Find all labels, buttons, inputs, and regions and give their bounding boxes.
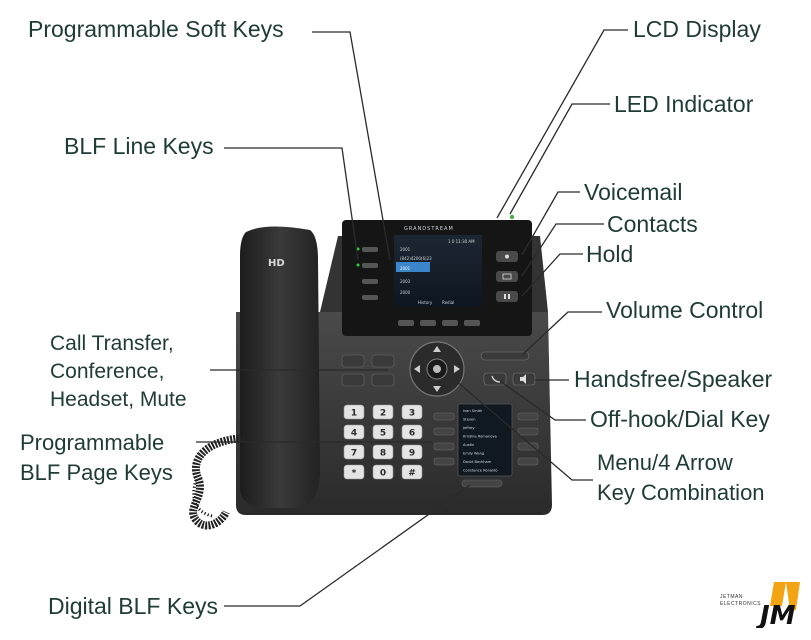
jetman-logo: JETMAN ELECTRONICS JM xyxy=(720,578,802,628)
keypad-key-label: 4 xyxy=(351,429,357,439)
keypad-key-label: # xyxy=(408,469,416,479)
blf-entry: Emily Wang xyxy=(463,452,484,456)
keypad-key-label: 8 xyxy=(380,449,386,459)
keypad-key xyxy=(343,464,365,480)
label-lcd-display: LCD Display xyxy=(633,16,761,42)
keypad-key-label: 1 xyxy=(351,409,357,419)
keypad-key xyxy=(401,464,423,480)
volume-key xyxy=(480,351,530,361)
blf-entry: Austin xyxy=(463,443,474,447)
handset-label: HD xyxy=(268,258,285,269)
keypad-key xyxy=(343,444,365,460)
keypad-key xyxy=(401,444,423,460)
programmable-soft-keys xyxy=(398,320,480,326)
leader-lines xyxy=(196,29,628,607)
label-menu-arrow: Menu/4 Arrow Key Combination xyxy=(597,450,765,505)
lcd-time: 1 0 11:30 AM xyxy=(448,239,475,244)
right-function-keys xyxy=(496,251,518,302)
lcd-highlight xyxy=(396,262,430,272)
keypad-key xyxy=(372,404,394,420)
blf-entry: Kristina Romanova xyxy=(463,435,497,439)
handset xyxy=(240,226,320,508)
blf-entry: David Beckham xyxy=(463,460,492,464)
keypad: 1 2 3 4 5 6 7 8 9 * 0 # xyxy=(343,404,423,480)
blf-scroll-key xyxy=(461,479,503,488)
lcd-line-4: 2003 xyxy=(400,279,411,284)
keypad-key-label: 2 xyxy=(380,409,386,419)
blf-entry: Ivan Smith xyxy=(463,409,482,413)
label-hold: Hold xyxy=(586,241,634,267)
label-call-transfer: Call Transfer, Conference, Headset, Mute xyxy=(50,332,187,411)
lcd-softkey-1: History xyxy=(418,300,433,305)
navigation-ring xyxy=(409,341,465,397)
keypad-key-label: 6 xyxy=(409,429,415,439)
blf-entry: Jeffrey xyxy=(462,426,475,430)
function-keys xyxy=(341,354,395,387)
lcd-line-2: (842)4200(6)23 xyxy=(400,256,432,261)
svg-text:JM: JM xyxy=(756,601,796,628)
lcd-line-5: 2000 xyxy=(400,290,411,295)
label-handsfree-speaker: Handsfree/Speaker xyxy=(574,366,773,392)
keypad-key-label: * xyxy=(352,469,357,479)
coiled-cord xyxy=(189,434,246,530)
label-blf-line-keys: BLF Line Keys xyxy=(64,133,214,159)
lcd-brand: GRANDSTREAM xyxy=(404,226,454,232)
keypad-key-label: 7 xyxy=(351,449,357,459)
lcd-line-1: 2001 xyxy=(400,247,411,252)
blf-page-keys xyxy=(433,412,539,466)
label-volume-control: Volume Control xyxy=(606,297,764,323)
led-indicator xyxy=(509,214,515,220)
keypad-key xyxy=(372,464,394,480)
label-programmable-soft-keys: Programmable Soft Keys xyxy=(28,16,284,42)
blf-entry: Constance Ronaldo xyxy=(463,469,498,473)
keypad-key-label: 0 xyxy=(380,469,386,479)
label-led-indicator: LED Indicator xyxy=(614,91,754,117)
logo-mark-icon: JM xyxy=(756,582,800,628)
keypad-key-label: 3 xyxy=(409,409,415,419)
keypad-key xyxy=(343,424,365,440)
label-offhook-dial: Off-hook/Dial Key xyxy=(590,406,770,432)
keypad-key-label: 5 xyxy=(380,429,386,439)
label-blf-page-keys: Programmable BLF Page Keys xyxy=(20,430,173,485)
keypad-key xyxy=(401,404,423,420)
keypad-key xyxy=(372,424,394,440)
label-digital-blf-keys: Digital BLF Keys xyxy=(48,593,219,619)
lcd-softkey-2: Redial xyxy=(442,300,454,305)
blf-screen xyxy=(457,403,513,477)
blf-entry: Steven xyxy=(463,418,476,422)
keypad-key xyxy=(372,444,394,460)
label-voicemail: Voicemail xyxy=(584,179,683,205)
blf-line-keys xyxy=(356,247,378,300)
keypad-key xyxy=(401,424,423,440)
logo-word-2: ELECTRONICS xyxy=(720,601,762,607)
logo-word-1: JETMAN xyxy=(720,594,743,600)
lcd-line-3: 2001 xyxy=(400,266,411,271)
keypad-key xyxy=(343,404,365,420)
label-contacts: Contacts xyxy=(607,211,698,237)
keypad-key-label: 9 xyxy=(409,449,415,459)
